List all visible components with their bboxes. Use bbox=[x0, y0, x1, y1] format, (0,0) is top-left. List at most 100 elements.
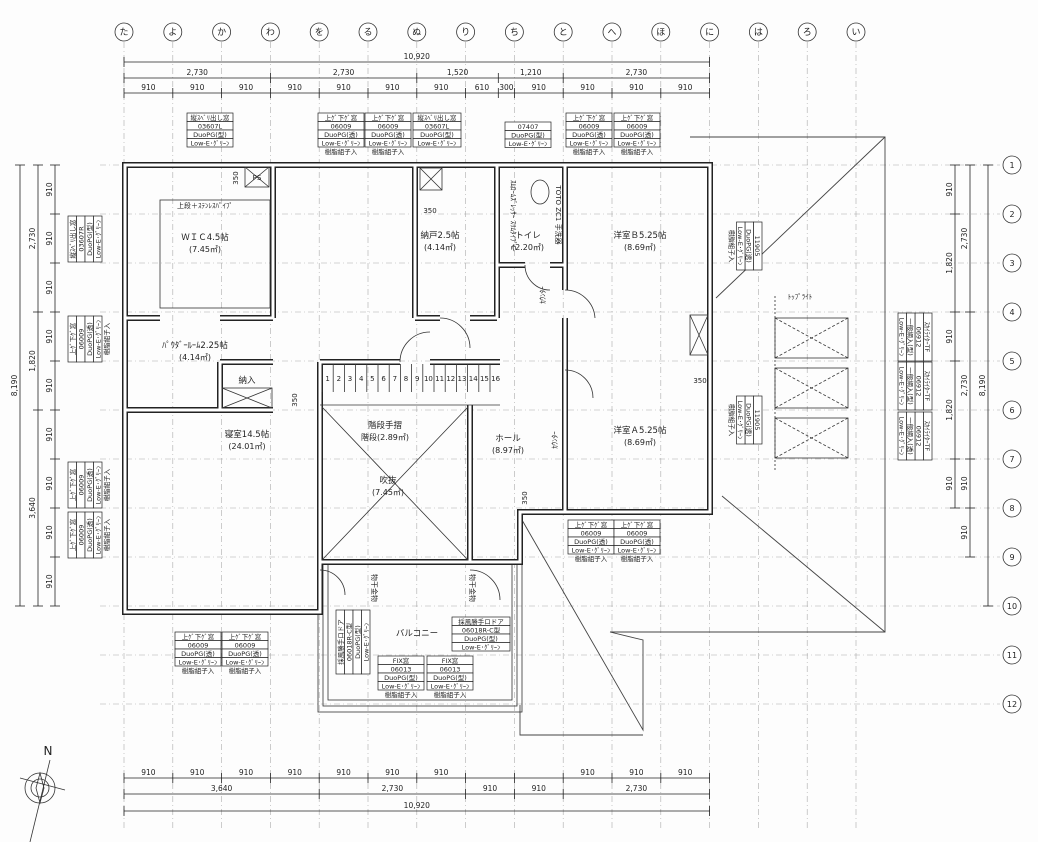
dimension-value: 300 bbox=[499, 83, 514, 92]
dimension-value: 910 bbox=[945, 476, 954, 491]
tag-cell bbox=[361, 609, 371, 675]
tag-cell bbox=[426, 681, 474, 691]
tag-cell bbox=[504, 138, 552, 148]
grid-bubble bbox=[749, 22, 768, 42]
room-area-void: (7.45㎡) bbox=[372, 488, 404, 497]
window-spec-line: 上ｹﾞ下ｹﾞ窓 bbox=[68, 518, 77, 551]
stair-step-number: 7 bbox=[393, 375, 397, 383]
dimension-value: 910 bbox=[434, 83, 449, 92]
dimension-value: 910 bbox=[45, 574, 54, 589]
stair-step-number: 2 bbox=[337, 375, 341, 383]
grid-column-label: ぬ bbox=[412, 27, 421, 38]
room-area-storage: (4.14㎡) bbox=[424, 243, 456, 252]
stair-step-number: 5 bbox=[370, 375, 374, 383]
dimension-value: 8,190 bbox=[978, 375, 987, 397]
dimension-value: 910 bbox=[45, 231, 54, 246]
shelf-outline bbox=[159, 199, 271, 309]
tag-cell bbox=[364, 138, 412, 148]
stair-step-number: 8 bbox=[404, 375, 408, 383]
dimension-value: 910 bbox=[45, 476, 54, 491]
dimension-value: 910 bbox=[629, 83, 644, 92]
dimension-value: 910 bbox=[288, 83, 303, 92]
fixtures bbox=[159, 166, 709, 601]
window-spec-line: 06018R-C型 bbox=[462, 625, 501, 634]
window-spec-line: 上ｹﾞ下ｹﾞ窓 bbox=[573, 113, 606, 122]
window-spec-line: 上ｹﾞ下ｹﾞ窓 bbox=[575, 520, 608, 529]
window-spec-line: 06009 bbox=[77, 475, 85, 496]
grid-bubble bbox=[1002, 253, 1022, 273]
room-name-hall: ホール bbox=[495, 434, 521, 444]
window-spec-line: 06009 bbox=[579, 122, 600, 130]
dimension-value: 2,730 bbox=[960, 375, 969, 397]
grid-row-label: 1 bbox=[1009, 161, 1014, 170]
dimension-value: 910 bbox=[45, 280, 54, 295]
window-spec-line: DuoPG(型) bbox=[433, 673, 467, 682]
grid-row-label: 12 bbox=[1007, 700, 1017, 709]
window-spec-line: 上ｹﾞ下ｹﾞ窓 bbox=[182, 632, 215, 641]
room-area-western-a: (8.69㎡) bbox=[624, 438, 656, 447]
label-upper-shelf: 上段＋ｽﾃﾝﾚｽﾊﾟｲﾌﾟ bbox=[177, 201, 233, 210]
window-spec-note: 樹脂組子入 bbox=[102, 322, 111, 355]
window-spec-line: 縦ｽﾍﾞﾘ出し窓 bbox=[68, 219, 77, 259]
window-spec-line: Low-E･ｸﾞﾘｰﾝ bbox=[572, 546, 611, 554]
grid-column-label: は bbox=[754, 27, 763, 38]
grid-column-label: へ bbox=[607, 28, 616, 38]
door-swing bbox=[564, 289, 596, 319]
grid-bubble bbox=[1002, 204, 1022, 224]
window-spec-line: DuoPG(透) bbox=[86, 518, 94, 552]
window-spec-line: DuoPG(透) bbox=[371, 131, 405, 139]
window-spec-line: 06013 bbox=[440, 665, 461, 673]
window-spec-line: DuoPG(型) bbox=[511, 130, 545, 139]
tag-cell bbox=[412, 138, 462, 148]
window-spec-note: 樹脂組子入 bbox=[325, 147, 358, 156]
grid-bubble bbox=[212, 22, 232, 42]
grid-column-label: い bbox=[851, 28, 860, 38]
window-spec-line: Low-E･ｸﾞﾘｰﾝ bbox=[618, 546, 657, 554]
grid-bubble bbox=[846, 22, 866, 42]
grid-lines: たよかわをるぬりちとへほにはろい123456789101112 bbox=[100, 22, 1022, 830]
grid-column-label: か bbox=[217, 27, 226, 38]
tag-cell bbox=[317, 138, 365, 148]
stair-step-number: 3 bbox=[348, 375, 352, 383]
grid-bubble bbox=[700, 22, 719, 42]
roof-edge bbox=[610, 136, 886, 633]
room-name-toilet: トイレ bbox=[515, 231, 541, 241]
tag-cell bbox=[736, 221, 746, 271]
window-spec-line: DuoPG(透) bbox=[620, 131, 654, 139]
dimension-value: 910 bbox=[336, 768, 351, 777]
dimension-value: 2,730 bbox=[28, 228, 37, 250]
window-spec-line: Low-E･ｸﾞﾘｰﾝ bbox=[94, 466, 102, 505]
window-spec-line: Low-E･ｸﾞﾘｰﾝ bbox=[898, 417, 906, 456]
grid-bubble bbox=[1002, 596, 1022, 616]
dimension-value: 2,730 bbox=[382, 784, 404, 793]
grid-bubble bbox=[1002, 645, 1022, 665]
window-spec-line: DuoPG(透) bbox=[574, 538, 608, 546]
window-spec-line: Low-E･ｸﾞﾘｰﾝ bbox=[369, 139, 408, 147]
dimension-value: 10,920 bbox=[404, 801, 430, 810]
grid-bubble bbox=[1002, 302, 1022, 322]
grid-bubble bbox=[1002, 694, 1022, 714]
dimension-value: 910 bbox=[190, 83, 205, 92]
grid-bubble bbox=[1002, 449, 1022, 469]
dimension-value: 3,640 bbox=[28, 497, 37, 519]
window-spec-line: Low-E･ｸﾞﾘｰﾝ bbox=[382, 682, 421, 690]
window-spec-line: ｽｶｲﾗｲﾀｰTF bbox=[923, 421, 931, 452]
grid-column-label: と bbox=[559, 27, 568, 38]
window-spec-line: 縦ｽﾍﾞﾘ出し窓 bbox=[191, 113, 231, 122]
grid-column-label: ほ bbox=[656, 27, 665, 38]
window-spec-line: DuoPG(透) bbox=[324, 131, 358, 139]
window-spec-line: Low-E･ｸﾞﾘｰﾝ bbox=[94, 220, 102, 259]
label-clearance: 350 bbox=[232, 171, 240, 184]
stair-step-number: 15 bbox=[480, 375, 489, 383]
window-spec-note: 樹脂組子入 bbox=[372, 147, 405, 156]
grid-column-label: た bbox=[119, 27, 128, 38]
window-spec-line: Low-E･ｸﾞﾘｰﾝ bbox=[736, 227, 744, 266]
void-cross bbox=[321, 406, 469, 561]
window-spec-line: Low-E･ｸﾞﾘｰﾝ bbox=[94, 516, 102, 555]
stair-step-number: 16 bbox=[491, 375, 500, 383]
dimension-value: 910 bbox=[532, 83, 547, 92]
grid-row-label: 9 bbox=[1009, 553, 1014, 562]
